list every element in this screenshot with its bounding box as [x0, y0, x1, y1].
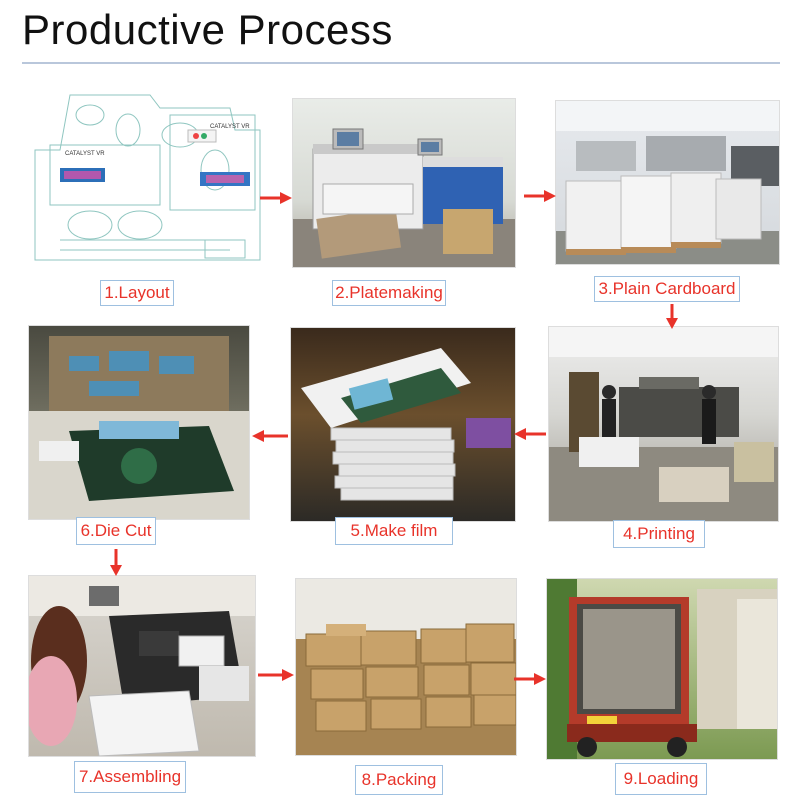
arrow-down-3	[666, 304, 678, 329]
photo-platemaking	[292, 98, 516, 268]
step-label-printing: 4.Printing	[613, 520, 705, 548]
photo-packing	[295, 578, 517, 756]
step-label-layout: 1.Layout	[100, 280, 174, 306]
step-label-platemaking: 2.Platemaking	[332, 280, 446, 306]
step-label-die-cut: 6.Die Cut	[76, 517, 156, 545]
arrow-left-5	[252, 430, 288, 442]
photo-assembling	[28, 575, 256, 757]
photo-printing	[548, 326, 779, 522]
page-title: Productive Process	[22, 6, 393, 53]
photo-plain-cardboard	[555, 100, 780, 265]
photo-loading	[546, 578, 778, 760]
step-label-make-film: 5.Make film	[335, 517, 453, 545]
photo-make-film	[290, 327, 516, 522]
brand-text-left: CATALYST VR	[65, 151, 105, 157]
photo-layout: CATALYST VR CATALYST VR	[30, 90, 265, 270]
step-label-packing: 8.Packing	[355, 765, 443, 795]
arrow-right-1	[260, 192, 292, 204]
arrow-left-4	[514, 428, 546, 440]
arrow-right-7	[258, 669, 294, 681]
title-divider	[22, 62, 780, 64]
step-label-loading: 9.Loading	[615, 763, 707, 795]
step-label-assembling: 7.Assembling	[74, 761, 186, 793]
arrow-down-6	[110, 549, 122, 576]
arrow-right-2	[524, 190, 556, 202]
photo-die-cut	[28, 325, 250, 520]
step-label-plain-cardboard: 3.Plain Cardboard	[594, 276, 740, 302]
brand-text-right: CATALYST VR	[210, 124, 250, 130]
arrow-right-8	[514, 673, 546, 685]
